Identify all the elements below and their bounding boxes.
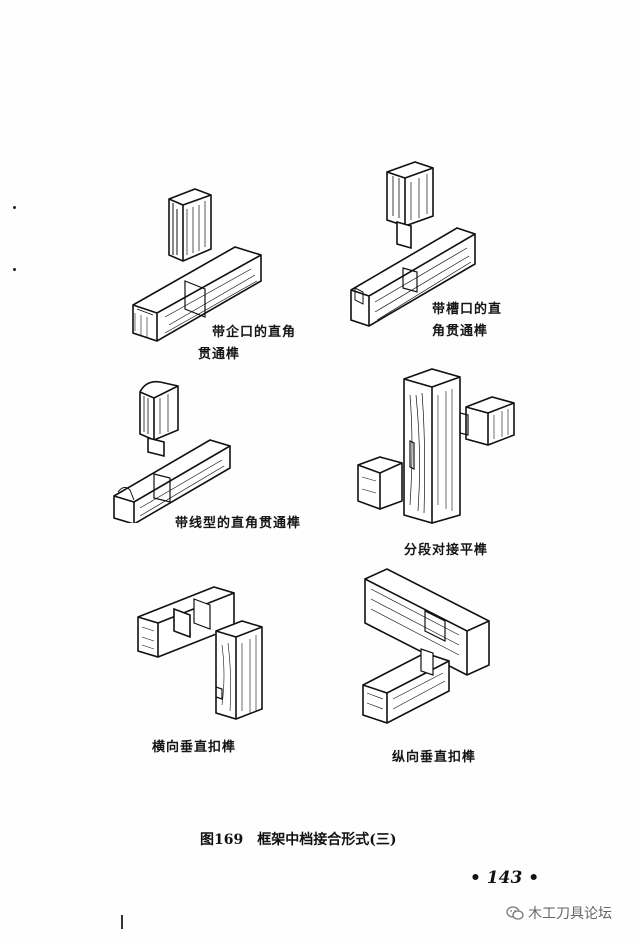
wechat-icon — [506, 906, 524, 920]
figure-4-label-line-1: 分段对接平榫 — [404, 543, 489, 558]
figure-1-label-line-1: 带企口的直角 — [212, 325, 297, 340]
figure-6-drawing — [355, 565, 505, 740]
scan-mark — [121, 915, 123, 929]
scan-speck — [13, 206, 16, 209]
figure-1-drawing — [125, 185, 285, 350]
figure-3-label-line-1: 带线型的直角贯通榫 — [175, 516, 302, 531]
figure-6-label-line-1: 纵向垂直扣榫 — [392, 750, 477, 765]
figure-caption: 图169 框架中档接合形式(三) — [200, 829, 410, 849]
watermark-text: 木工刀具论坛 — [528, 906, 612, 922]
watermark: 木工刀具论坛 — [506, 903, 612, 923]
page-number: • 143 • — [470, 868, 540, 888]
figure-3-drawing — [110, 378, 250, 523]
scan-speck — [13, 268, 16, 271]
caption-title: 框架中档接合形式(三) — [257, 832, 397, 848]
figure-4-drawing — [352, 365, 522, 525]
caption-number: 图169 — [200, 832, 244, 848]
figure-2-label-line-1: 带槽口的直 — [432, 302, 503, 317]
figure-2-label-line-2: 角贯通榫 — [432, 324, 489, 339]
figure-1-label-line-2: 贯通榫 — [198, 347, 241, 362]
figure-5-label-line-1: 横向垂直扣榫 — [152, 740, 237, 755]
figure-2-drawing — [345, 160, 495, 335]
figure-5-drawing — [130, 575, 280, 725]
